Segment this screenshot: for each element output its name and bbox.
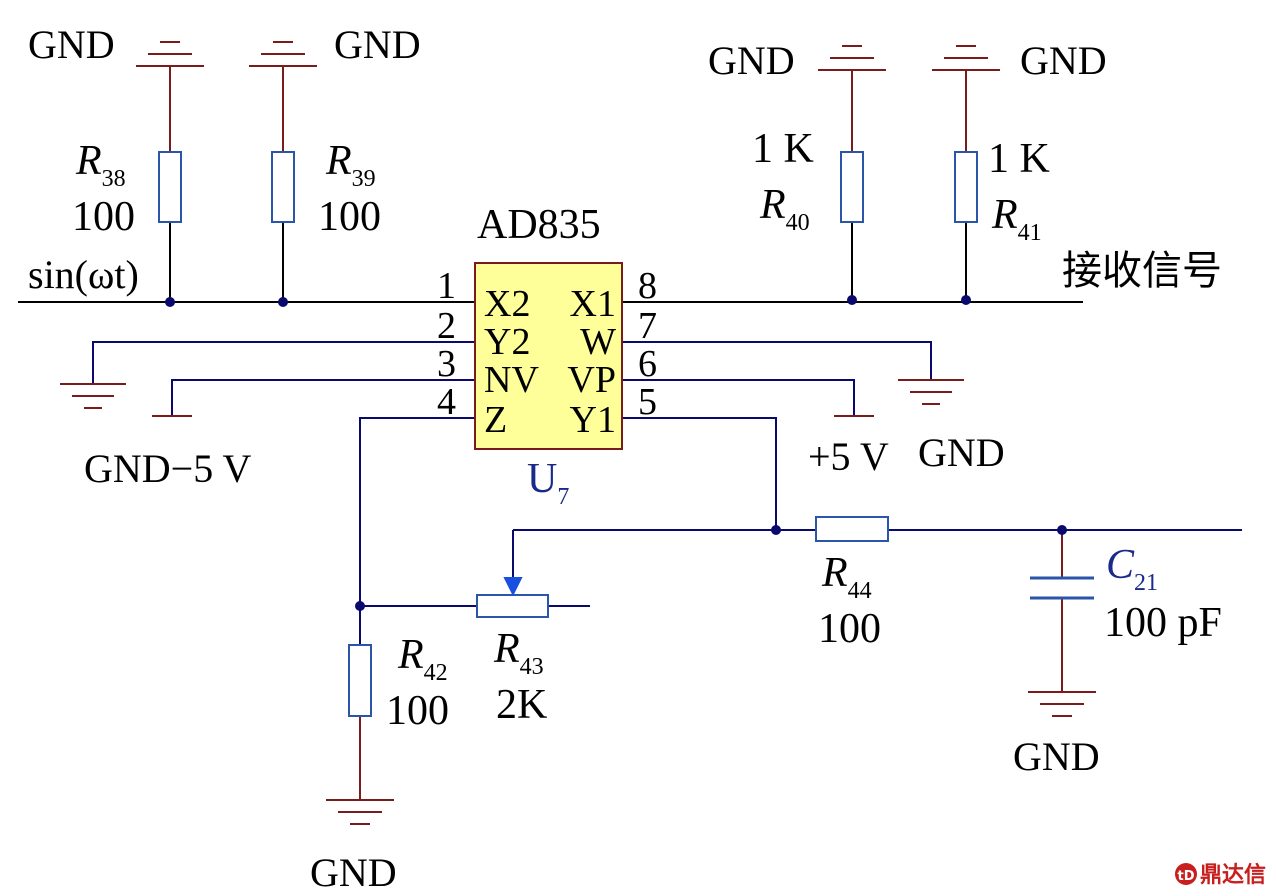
pin-name-x2: X2 — [484, 283, 530, 325]
pin-name-y1: Y1 — [570, 399, 616, 441]
r39-value: 100 — [318, 194, 381, 240]
capacitor-c21 — [1030, 576, 1094, 600]
junctions — [165, 295, 1067, 611]
c21-designator: C21 — [1106, 542, 1158, 596]
junction-r39 — [278, 297, 288, 307]
resistor-r39 — [271, 151, 295, 223]
watermark-logo-mark: tD — [1177, 869, 1194, 884]
r38-value: 100 — [72, 194, 135, 240]
r40-value: 1 K — [752, 126, 814, 172]
ic-ad835-body — [474, 262, 623, 450]
ground-symbol-r42 — [326, 799, 394, 825]
wire-pin2 — [92, 341, 475, 384]
pin-number-6: 6 — [638, 343, 657, 385]
pin-name-z: Z — [484, 399, 507, 441]
wire-pin3 — [171, 379, 475, 416]
ground-symbol-c21 — [1028, 691, 1096, 717]
label-gnd-r39: GND — [334, 22, 421, 67]
label-gnd-c21: GND — [1013, 734, 1100, 779]
resistor-r38 — [158, 151, 182, 223]
ground-symbol-r40 — [818, 45, 886, 71]
component-labels: R38 100 R39 100 1 K R40 1 K R41 R42 100 … — [72, 126, 1222, 734]
label-received-signal: 接收信号 — [1062, 248, 1222, 294]
resistor-r42 — [348, 644, 372, 717]
ground-symbol-r38 — [136, 41, 204, 67]
junction-r41 — [961, 295, 971, 305]
ground-symbol-pin2 — [60, 383, 126, 409]
r40-designator: R40 — [759, 182, 810, 236]
resistor-r41 — [954, 151, 978, 223]
pin-name-w: W — [580, 321, 616, 363]
junction-r40 — [847, 295, 857, 305]
label-gnd-pin7: GND — [918, 430, 1005, 475]
r43-designator: R43 — [493, 626, 544, 680]
wire-pin4 — [359, 417, 475, 645]
ground-symbols — [60, 41, 1096, 825]
c21-value: 100 pF — [1104, 600, 1222, 646]
r44-value: 100 — [818, 606, 881, 652]
ground-symbol-pin7 — [898, 379, 964, 405]
net-labels: GND GND GND GND sin(ωt) 接收信号 GND−5 V +5 … — [28, 22, 1222, 895]
junction-c21 — [1057, 525, 1067, 535]
wire-pin7 — [622, 341, 932, 380]
components — [158, 151, 1094, 717]
pin-number-2: 2 — [437, 305, 456, 347]
pin-number-5: 5 — [638, 381, 657, 423]
label-gnd-r40: GND — [708, 38, 795, 83]
r43-value: 2K — [496, 682, 547, 728]
pin-name-x1: X1 — [570, 283, 616, 325]
r42-designator: R42 — [397, 632, 448, 686]
watermark-text: 鼎达信 — [1200, 862, 1266, 888]
junction-output — [771, 525, 781, 535]
pin-number-1: 1 — [437, 265, 456, 307]
potentiometer-wiper-arrow — [503, 577, 523, 597]
r38-designator: R38 — [75, 138, 126, 192]
label-pos-supply: +5 V — [808, 434, 889, 479]
r44-designator: R44 — [821, 550, 872, 604]
pin-number-7: 7 — [638, 305, 657, 347]
pin-name-y2: Y2 — [484, 321, 530, 363]
wire-pin5 — [622, 417, 777, 530]
ic-labels: AD835 U7 1 2 3 4 5 6 7 8 X2 Y2 NV Z Y1 V… — [437, 202, 657, 510]
watermark-logo-icon — [1175, 863, 1197, 885]
wire-pin6 — [622, 379, 855, 416]
r42-value: 100 — [386, 688, 449, 734]
pin-number-3: 3 — [437, 343, 456, 385]
wires — [18, 66, 1242, 800]
pin-number-4: 4 — [437, 381, 456, 423]
r41-designator: R41 — [991, 192, 1042, 246]
ic-designator: U7 — [527, 456, 569, 510]
label-gnd-r42: GND — [310, 850, 397, 895]
junction-r38 — [165, 297, 175, 307]
label-input-signal: sin(ωt) — [28, 252, 139, 297]
ic-part-number: AD835 — [477, 202, 601, 248]
resistor-r44 — [815, 516, 889, 542]
ground-symbol-r41 — [932, 45, 1000, 71]
r39-designator: R39 — [325, 138, 376, 192]
junction-r42-r43 — [355, 601, 365, 611]
resistor-r40 — [840, 151, 864, 223]
pin-name-nv: NV — [484, 359, 539, 401]
ground-symbol-r39 — [249, 41, 317, 67]
r41-value: 1 K — [988, 136, 1050, 182]
pin-name-vp: VP — [567, 359, 616, 401]
watermark: tD 鼎达信 — [1175, 862, 1266, 888]
potentiometer-r43 — [476, 594, 549, 618]
pin-number-8: 8 — [638, 265, 657, 307]
label-gnd-r41: GND — [1020, 38, 1107, 83]
label-neg-supply: GND−5 V — [84, 446, 251, 491]
label-gnd-r38: GND — [28, 22, 115, 67]
